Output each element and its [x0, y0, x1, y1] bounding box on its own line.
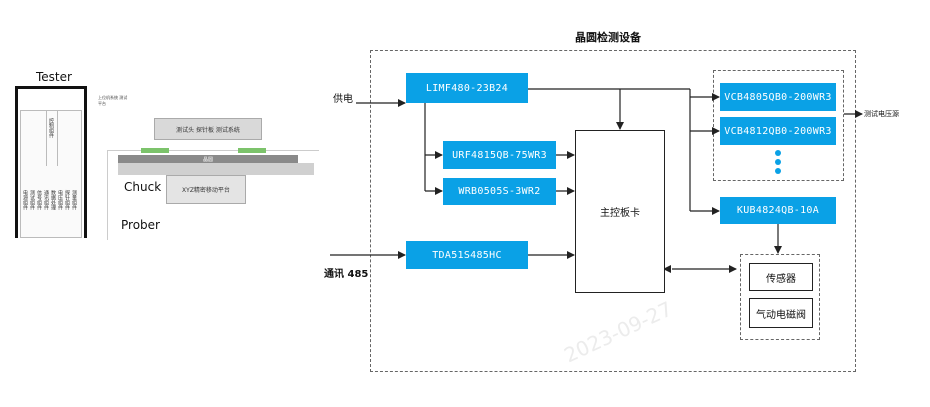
output-label: 测试电压源 — [864, 110, 899, 118]
comm-input-label: 通讯 485 — [324, 269, 369, 280]
limf-module: LIMF480-23B24 — [406, 73, 528, 103]
wafer-base — [118, 163, 314, 175]
wafer-label: 晶圆 — [202, 156, 213, 163]
main-control-board: 主控板卡 — [575, 130, 665, 293]
chuck-label: Chuck — [124, 180, 162, 194]
sensor-box: 传感器 — [749, 263, 813, 291]
tester-vlabel-5: 数据处理 — [50, 190, 56, 210]
diagram-title: 晶圆检测设备 — [575, 31, 641, 44]
probe-card-box: 测试头 探针板 测试系统 — [154, 118, 262, 140]
probe-tip-right — [238, 148, 266, 153]
vcb1-module: VCB4805QB0-200WR3 — [720, 83, 836, 111]
platform-label: XYZ精密移动平台 — [182, 187, 230, 194]
top-small-label: 上位机系统 测试平台 — [98, 95, 128, 106]
wrb-module: WRB0505S-3WR2 — [443, 178, 556, 205]
tester-label: Tester — [36, 70, 72, 84]
power-input-label: 供电 — [333, 94, 353, 105]
valve-box: 气动电磁阀 — [749, 298, 813, 328]
probe-card-label: 测试头 探针板 测试系统 — [176, 126, 240, 134]
prober-label: Prober — [121, 218, 160, 232]
ellipsis-dot-3 — [775, 168, 781, 174]
io-group-frame — [740, 254, 820, 340]
tester-vlabel-0: 控制组件 — [48, 118, 54, 138]
tda-module: TDA51S485HC — [406, 241, 528, 269]
urf-module: URF4815QB-75WR3 — [443, 141, 556, 169]
wafer-bar: 晶圆 — [118, 155, 298, 163]
tester-vlabel-2: 测试组件 — [29, 190, 35, 210]
tester-vlabel-6: 电压组件 — [57, 190, 63, 210]
tester-vlabel-3: 信号组件 — [36, 190, 42, 210]
prober-frame — [107, 150, 319, 240]
ellipsis-dot-1 — [775, 150, 781, 156]
tester-inner-column — [46, 110, 58, 166]
tester-frame — [15, 86, 87, 238]
tester-vlabel-1: 电源组件 — [22, 190, 28, 210]
probe-tip-left — [141, 148, 169, 153]
tester-vlabel-8: 测量组件 — [71, 190, 77, 210]
platform-box: XYZ精密移动平台 — [166, 175, 246, 204]
ellipsis-dot-2 — [775, 159, 781, 165]
kub-module: KUB4824QB-10A — [720, 197, 836, 224]
device-frame — [370, 50, 856, 372]
tester-inner-unit — [20, 110, 82, 238]
vcb2-module: VCB4812QB0-200WR3 — [720, 117, 836, 145]
vcb-group-frame — [713, 70, 844, 181]
tester-vlabel-4: 通讯组件 — [43, 190, 49, 210]
tester-vlabel-7: 探针组件 — [64, 190, 70, 210]
